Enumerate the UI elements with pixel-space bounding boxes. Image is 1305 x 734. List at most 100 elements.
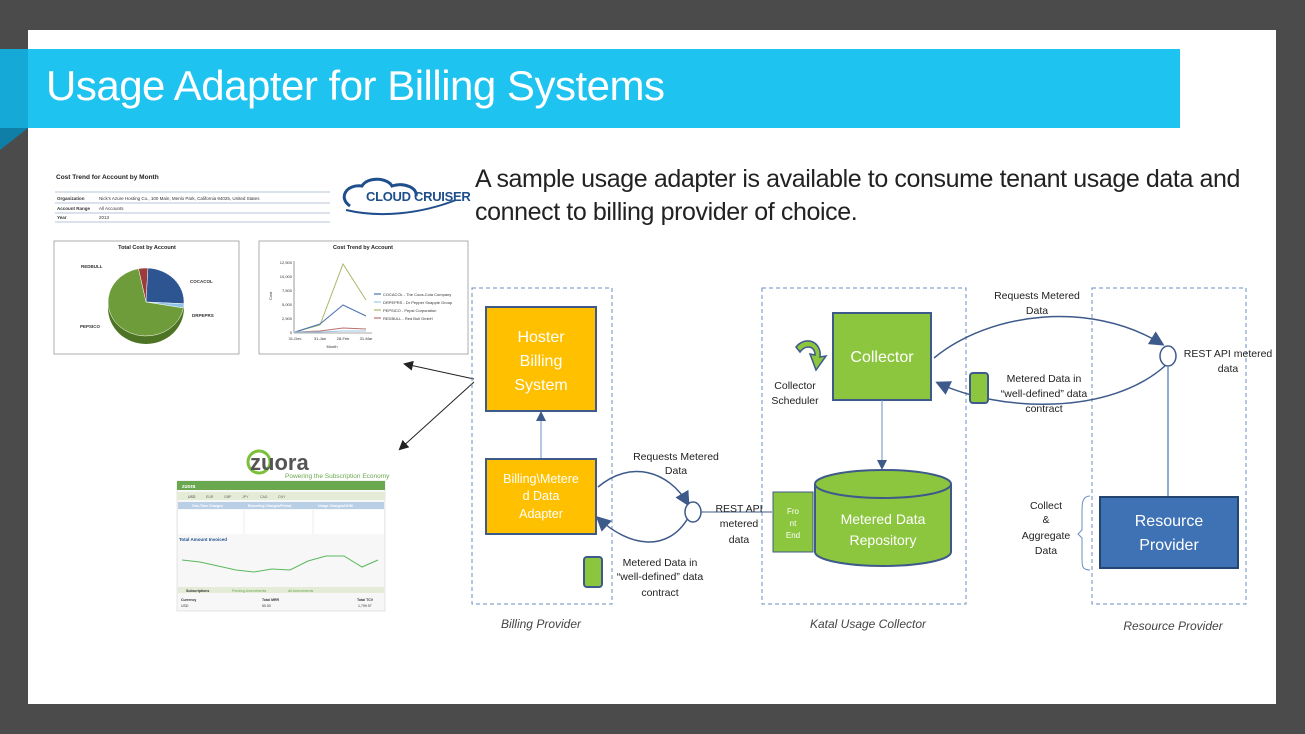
y-tick: 12,500 [280,260,293,265]
resource-provider-box [1099,496,1239,569]
resource-request-arrow [933,315,1165,359]
billing-request-arrow [597,470,690,507]
resource-response-arrow [935,364,1167,405]
collect-label: Aggregate [1022,530,1071,542]
zuora-header-logo: zuora [182,484,196,490]
hoster-billing-line: Hoster [517,329,565,346]
y-axis-label: Cost [268,291,273,300]
resource-provider-line: Provider [1139,537,1199,554]
pie-chart-title: Total Cost by Account [118,245,176,251]
currency-tab: CNY [278,495,286,499]
hoster-billing-line: Billing [520,353,563,370]
hoster-billing-box [485,306,597,412]
pointer-arrow [403,360,475,380]
report-field-label: Organization [57,196,85,201]
y-tick: 7,500 [282,288,293,293]
line-chart-title: Cost Trend by Account [333,245,393,251]
zuora-table-cell: USD [181,604,189,608]
collect-label: Data [1035,545,1057,557]
report-field-value: All Accounts [99,206,124,211]
billing-metered-label: Metered Data in [623,557,698,569]
line-chart-legend: COCACOL - The Coca-Cola Company DRPEPRS … [374,292,453,321]
zuora-subtab: All Amendments [288,589,314,593]
pie-label: COCACOL [190,279,213,284]
title-bar [0,49,1180,128]
currency-tab: USD [188,495,196,499]
billing-provider-group [471,287,613,605]
zuora-table-cell: 1,799.97 [358,604,372,608]
resource-requests-label: Data [1026,305,1048,317]
legend-entry: REDBULL - Red Bull GmbH [383,316,433,321]
zuora-table-cell: 50.00 [262,604,271,608]
zuora-tagline: Powering the Subscription Economy [285,473,390,480]
data-contract-icon [969,372,989,404]
currency-tab: JPY [242,495,249,499]
cocacol-line [294,304,367,333]
billing-rest-label: metered [720,518,759,530]
zuora-table-header: Currency [181,598,196,602]
cloudcruiser-logo-text: CLOUD CRUISER [366,189,471,204]
report-field-label: Account Range [57,206,91,211]
zuora-subtab: Subscriptions [186,589,209,593]
repository-cylinder [814,484,952,567]
slide-description: A sample usage adapter is available to c… [475,165,1241,226]
pie-label: REDBULL [81,264,103,269]
zuora-invoiced-title: Total Amount Invoiced [179,537,227,542]
billing-rest-label: data [729,534,750,546]
resource-provider-group [1091,287,1247,605]
billing-metered-label: contract [641,587,678,599]
zuora-table-header: Total TCV [357,598,374,602]
resource-rest-label: data [1218,363,1239,375]
x-tick: 31-Mar [360,336,373,341]
zuora-screenshot: zuora Powering the Subscription Economy … [176,449,390,612]
zuora-column: Usage Charges/UOM [318,504,353,508]
resource-provider-label: Resource Provider [1123,619,1223,633]
currency-tab: EUR [206,495,214,499]
pie-slice [107,268,184,337]
report-heading: Cost Trend for Account by Month [56,174,159,181]
billing-rest-endpoint [684,501,702,523]
legend-entry: PEPSICO - Pepsi Corporation [383,308,436,313]
report-field-value: 2013 [99,215,110,220]
zuora-logo-text: zuora [250,450,309,475]
resource-provider-line: Resource [1135,513,1204,530]
collector-label: Collector [850,349,914,366]
usage-collector-label: Katal Usage Collector [810,617,927,631]
y-tick: 10,000 [280,274,293,279]
report-field-label: Year [57,215,67,220]
billing-metered-label: “well-defined” data [617,571,704,583]
front-end-label: Fro [787,507,800,516]
title-tab [0,49,28,128]
currency-tab: GBP [224,495,232,499]
front-end-label: nt [790,519,797,528]
resource-rest-label: REST API metered [1184,348,1273,360]
resource-metered-label: Metered Data in [1007,373,1082,385]
resource-metered-label: contract [1025,403,1062,415]
collect-brace [1077,495,1091,571]
usage-collector-group [761,287,967,605]
billing-response-arrow [595,515,689,543]
drpeprs-line [295,330,366,333]
data-contract-icon [583,556,603,588]
zuora-column: Recurring Charges/Period [248,504,291,508]
metered-adapter-box [485,458,597,535]
title-fold [0,128,28,150]
scheduler-label: Scheduler [771,395,819,407]
collect-label: & [1042,514,1049,526]
scheduler-icon [795,340,828,372]
report-field-value: Nick's Azure Hosting Co., 100 Main, Menl… [99,196,260,201]
y-tick: 2,500 [282,316,293,321]
adapter-line: d Data [523,489,560,503]
zuora-subtab: Pending Amendments [232,589,266,593]
front-end-label: End [786,531,800,540]
repository-label: Metered Data [841,511,926,527]
collect-label: Collect [1030,500,1062,512]
pie-label: PEPSICO [80,324,101,329]
zuora-logo-mark [246,449,272,475]
adapter-line: Billing\Metere [503,472,579,486]
pointer-arrow [398,381,475,451]
front-end-box [772,491,814,553]
resource-rest-endpoint [1159,345,1177,367]
zuora-trend-line [181,555,379,573]
